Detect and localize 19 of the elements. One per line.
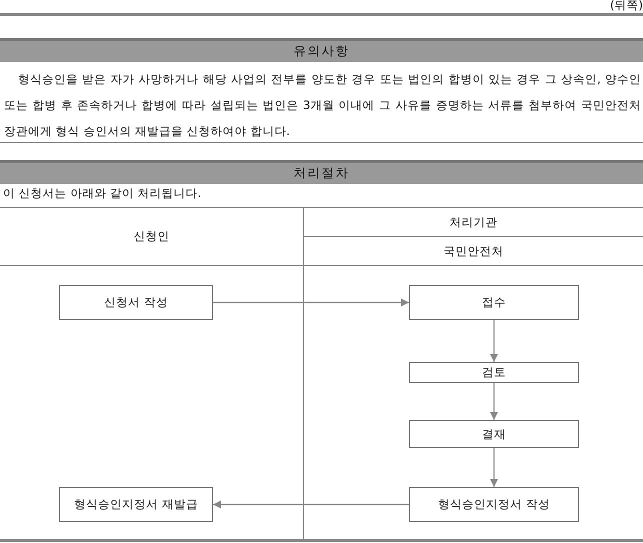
arrow bbox=[490, 320, 498, 362]
section-heading: 처리절차 bbox=[0, 160, 643, 184]
column-subheader: 국민안전처 bbox=[442, 242, 504, 260]
process-box: 결재 bbox=[409, 420, 579, 448]
process-box: 형식승인지정서 재발급 bbox=[59, 487, 213, 522]
arrow bbox=[213, 298, 409, 306]
page-side-note: (뒤쪽) bbox=[609, 0, 643, 12]
arrow bbox=[490, 383, 498, 420]
process-box: 접수 bbox=[409, 285, 579, 320]
column-header: 처리기관 bbox=[448, 214, 498, 230]
process-box: 신청서 작성 bbox=[59, 285, 213, 320]
intro-text: 이 신청서는 아래와 같이 처리됩니다. bbox=[3, 186, 202, 202]
arrow bbox=[490, 448, 498, 487]
process-box: 형식승인지정서 작성 bbox=[409, 487, 579, 522]
notice-paragraph: 형식승인을 받은 자가 사망하거나 해당 사업의 전부를 양도한 경우 또는 법인의 합병이 있는 경우 그 상속인, 양수인 또는 합병 후 존속하거나 합병에 따라 설립되는 법인은 3개월 이내에 그 사유를 증명하는 서류를 첨부하여 국민안전처장관에게 형식 승인서의 재발급을 신청하여야 합니다. bbox=[4, 71, 641, 140]
process-box: 검토 bbox=[409, 362, 579, 383]
section-heading: 유의사항 bbox=[0, 38, 643, 62]
arrow bbox=[213, 500, 409, 508]
column-header: 신청인 bbox=[132, 228, 170, 245]
